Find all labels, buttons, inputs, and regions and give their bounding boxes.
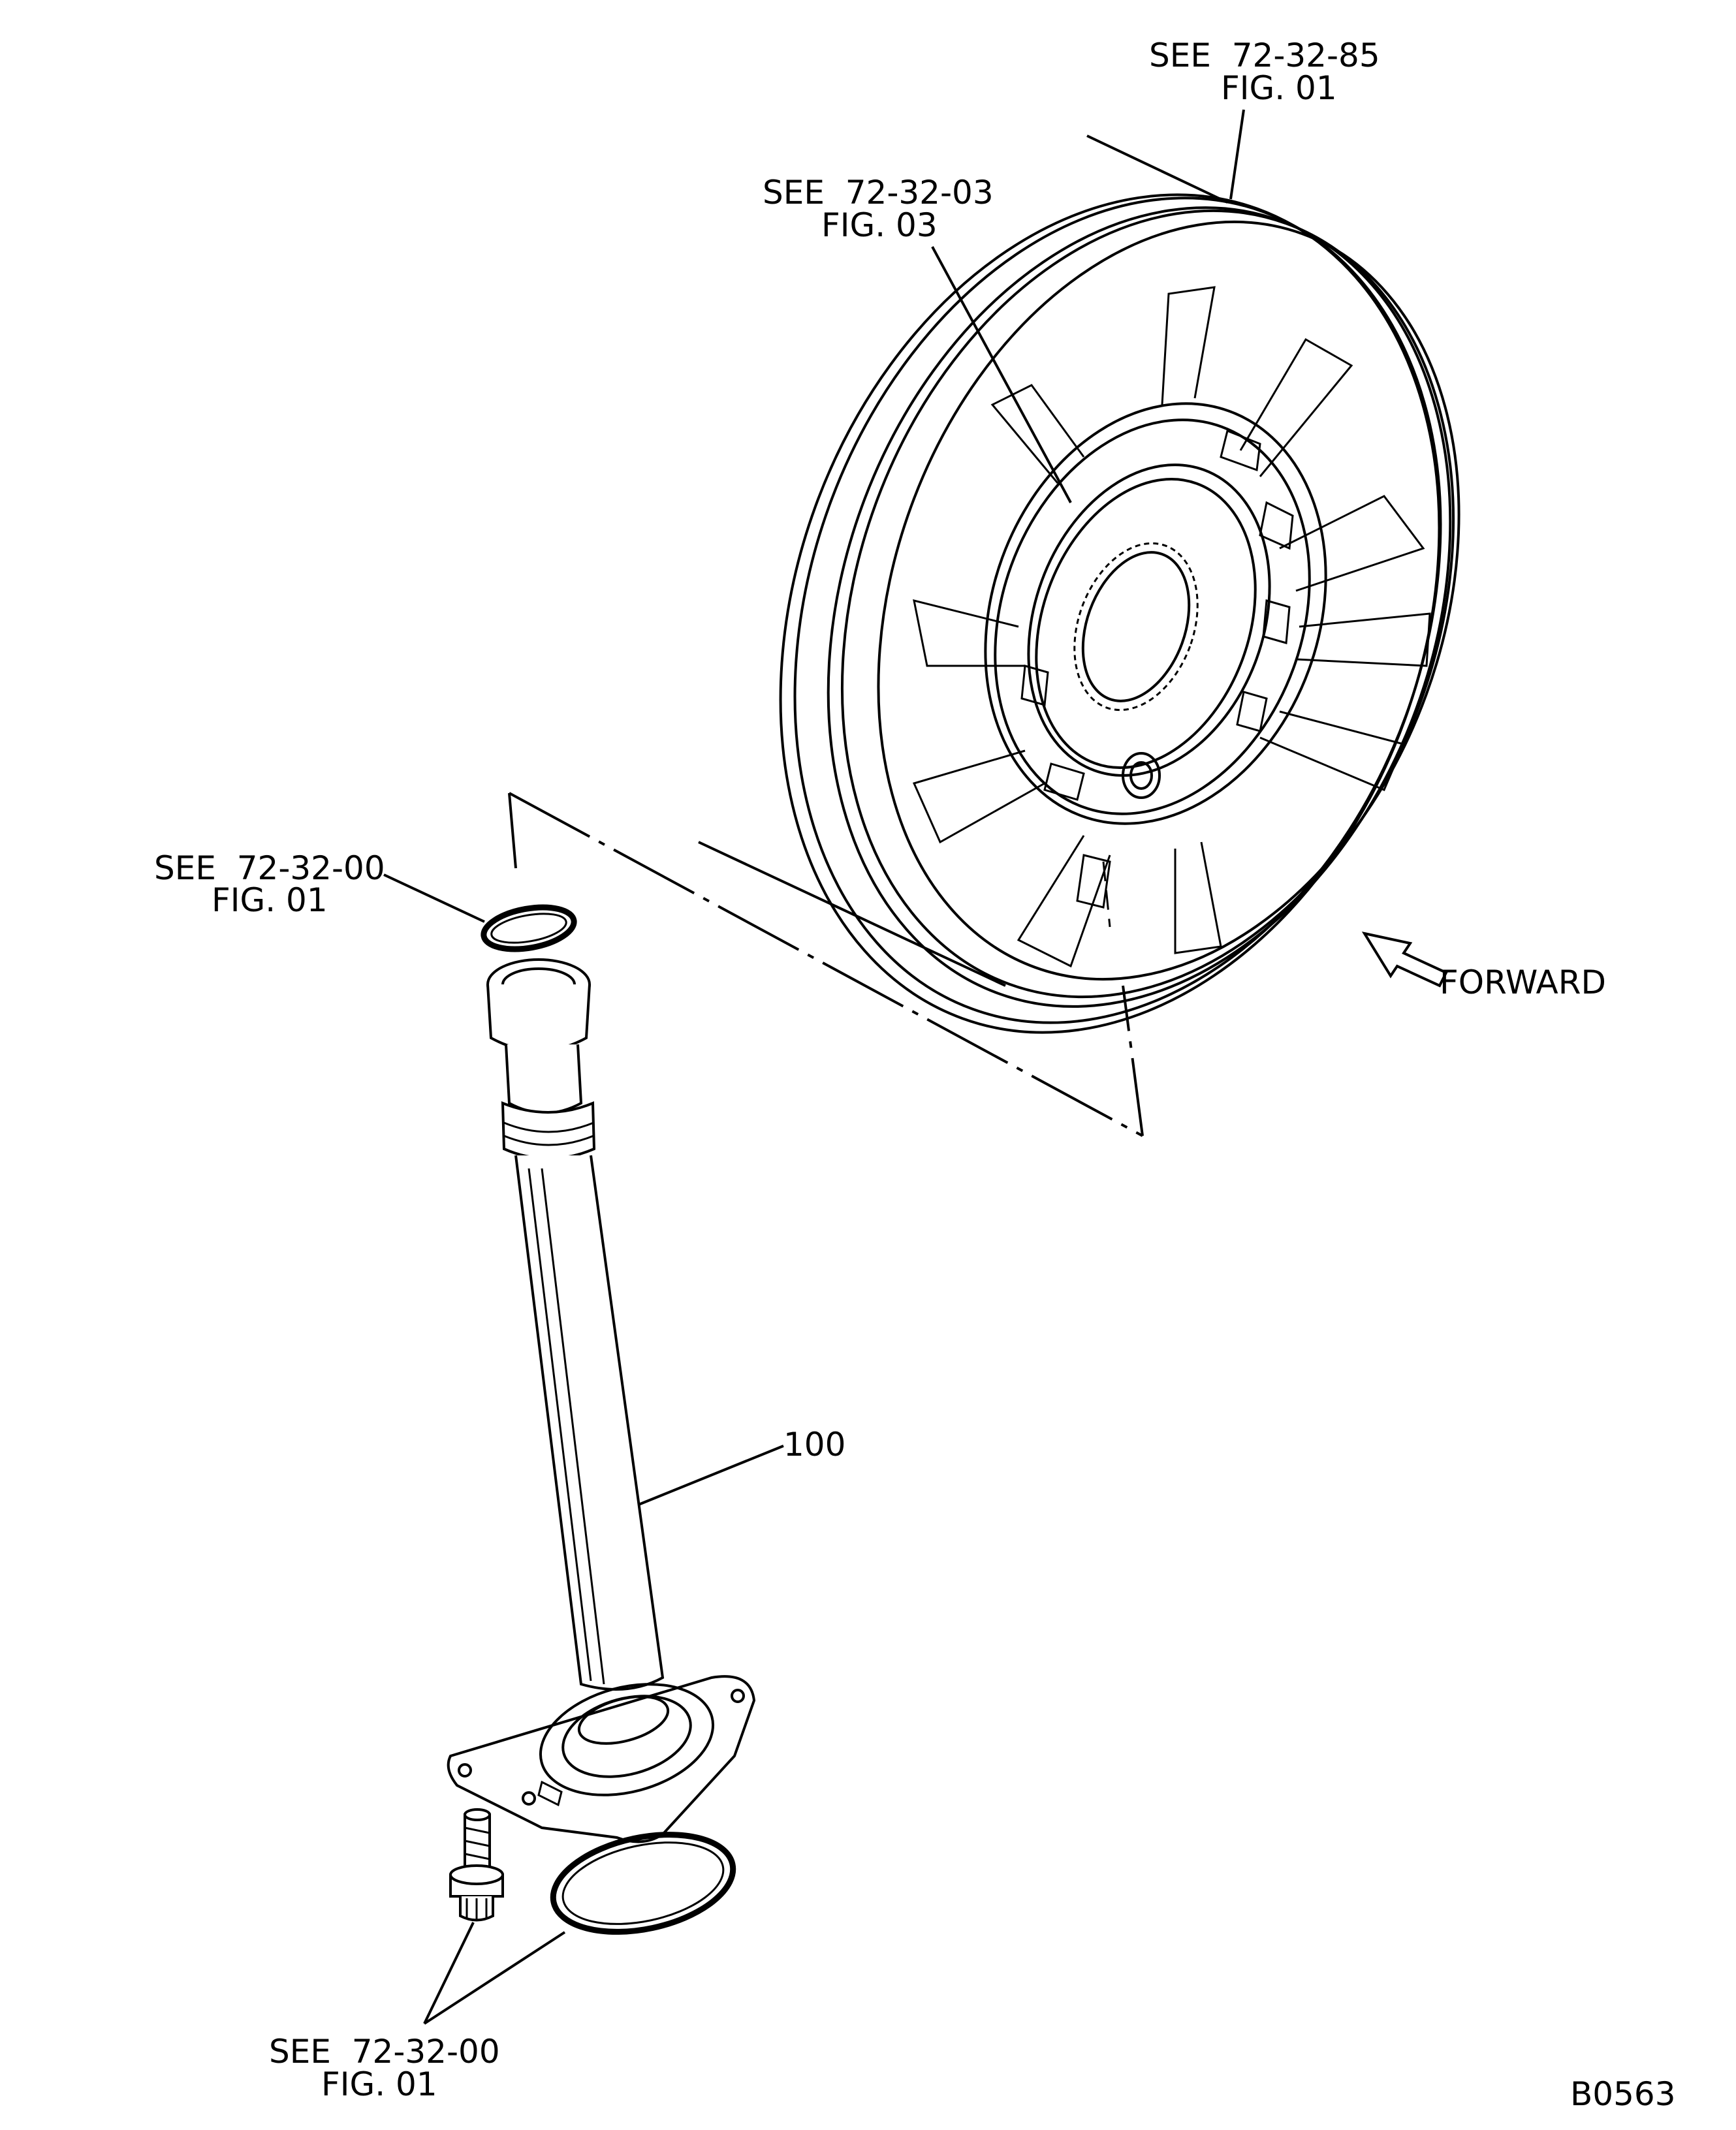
leader-wheel-ref bbox=[931, 246, 1072, 503]
o-ring-top bbox=[481, 904, 577, 952]
bolt bbox=[449, 1808, 504, 1922]
bottom-ref-line1: SEE 72-32-00 bbox=[269, 2033, 500, 2071]
labels: SEE 72-32-85 FIG. 01 SEE 72-32-03 FIG. 0… bbox=[154, 37, 1676, 2113]
fan-wheel bbox=[779, 193, 1460, 1034]
seal-ref-line2: FIG. 01 bbox=[212, 881, 328, 919]
leader-seal-ref bbox=[383, 873, 485, 923]
forward-arrow-icon bbox=[1361, 932, 1448, 988]
figure-id: B0563 bbox=[1570, 2075, 1676, 2113]
wheel-ref-line2: FIG. 03 bbox=[821, 206, 938, 244]
wheel-ref-line1: SEE 72-32-03 bbox=[763, 174, 994, 211]
alignment-lines bbox=[508, 134, 1228, 1137]
bottom-ref-line2: FIG. 01 bbox=[321, 2065, 437, 2103]
forward-label: FORWARD bbox=[1440, 963, 1606, 1001]
leader-bottom-ref-bolt bbox=[423, 1922, 475, 2024]
tube-assembly bbox=[447, 958, 756, 1843]
seal-ref-line1: SEE 72-32-00 bbox=[154, 849, 385, 887]
o-ring-bottom bbox=[550, 1832, 736, 1935]
top-ref-line1: SEE 72-32-85 bbox=[1149, 37, 1380, 74]
leader-bottom-ref-ring bbox=[423, 1931, 566, 2025]
leader-lines bbox=[383, 109, 1245, 2025]
top-ref-line2: FIG. 01 bbox=[1221, 69, 1337, 107]
leader-top-ref bbox=[1229, 109, 1245, 200]
part-number-label: 100 bbox=[783, 1426, 845, 1464]
leader-part-100 bbox=[638, 1445, 784, 1506]
